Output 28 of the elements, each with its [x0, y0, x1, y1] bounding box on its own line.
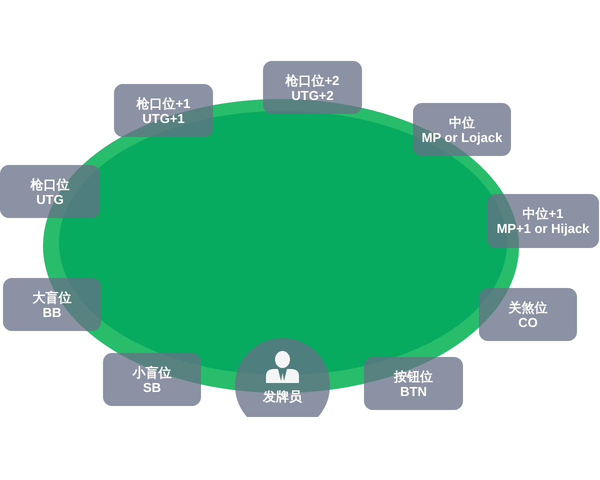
seat-name: 大盲位 [32, 290, 72, 304]
seat-name: 小盲位 [132, 364, 172, 380]
seat-name: 中位+1 [522, 206, 564, 221]
seat-abbreviation: SB [142, 380, 162, 394]
seat-abbreviation: UTG+1 [142, 110, 185, 126]
seat-name: 枪口位+2 [286, 72, 340, 88]
seat-box [487, 194, 599, 248]
seat-name: 枪口位+1 [136, 96, 190, 110]
seat-abbreviation: BTN [400, 384, 427, 398]
dealer-label: 发牌员 [263, 389, 302, 404]
seat-name: 按钮位 [394, 368, 433, 384]
seat-box [3, 278, 101, 331]
seat-abbreviation: UTG+2 [291, 88, 334, 102]
seat-abbreviation: BB [42, 304, 62, 320]
seat-name: 关煞位 [508, 300, 548, 314]
seat-abbreviation: MP+1 or Hijack [496, 221, 590, 236]
seat-box [114, 84, 213, 137]
seat-abbreviation: MP or Lojack [422, 130, 502, 144]
seat-box [0, 165, 100, 218]
seat-box [263, 61, 362, 114]
seat-box [103, 353, 201, 406]
seat-name: 中位 [449, 114, 475, 130]
seat-name: 枪口位 [30, 176, 70, 192]
seat-box [479, 288, 577, 341]
seat-abbreviation: CO [518, 314, 538, 330]
seat-abbreviation: UTG [36, 192, 64, 206]
seat-box [413, 103, 511, 156]
seat-box [364, 357, 463, 410]
